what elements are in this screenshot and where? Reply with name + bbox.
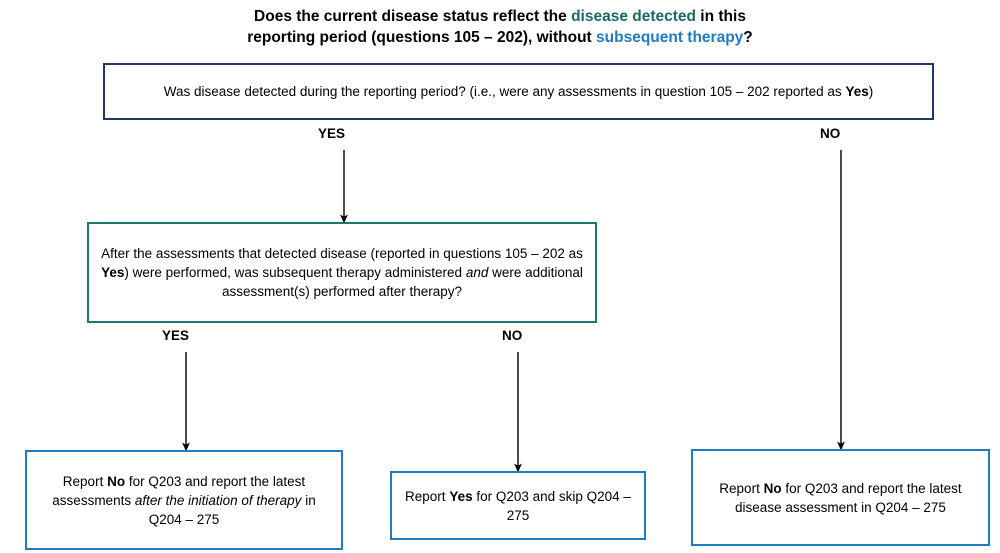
node-outcome-report-yes-skip: Report Yes for Q203 and skip Q204 – 275 bbox=[390, 471, 646, 540]
node-text-segment: Report bbox=[62, 473, 108, 489]
node-text-segment: Report bbox=[719, 480, 764, 496]
page-title: Does the current disease status reflect … bbox=[150, 6, 850, 48]
node-text-segment: for Q203 and report the latest disease a… bbox=[735, 480, 962, 515]
node-text-bold: Yes bbox=[449, 488, 473, 504]
node-text-segment: in Q204 – 275 bbox=[148, 492, 316, 527]
node-text-segment: for Q203 and skip Q204 – 275 bbox=[472, 488, 631, 523]
title-highlight-disease-detected: disease detected bbox=[571, 8, 696, 25]
node-text-bold: Yes bbox=[101, 265, 125, 280]
title-text-segment: ? bbox=[743, 29, 753, 46]
node-text-segment: for Q203 and report the latest assessmen… bbox=[52, 473, 306, 508]
node-outcome-report-no-after-therapy: Report No for Q203 and report the latest… bbox=[25, 450, 343, 550]
title-text-segment: Does the current disease status reflect … bbox=[254, 8, 572, 25]
node-text-bold: No bbox=[763, 480, 782, 496]
node-text-italic: and bbox=[465, 265, 489, 280]
node-text-segment: ) bbox=[868, 84, 874, 99]
node-text: Was disease detected during the reportin… bbox=[113, 82, 924, 101]
node-text-segment: After the assessments that detected dise… bbox=[101, 246, 583, 261]
node-text-segment: were additional assessment(s) performed … bbox=[221, 265, 583, 299]
edge-label-q1-no: NO bbox=[820, 126, 841, 141]
edge-label-q2-no: NO bbox=[502, 328, 523, 343]
node-text: Report No for Q203 and report the latest… bbox=[701, 479, 980, 517]
title-line-1: Does the current disease status reflect … bbox=[254, 8, 746, 25]
edge-label-q1-yes: YES bbox=[318, 126, 346, 141]
node-text-segment: Report bbox=[405, 488, 450, 504]
node-text: Report No for Q203 and report the latest… bbox=[35, 472, 333, 529]
edge-label-q2-yes: YES bbox=[162, 328, 190, 343]
node-text: After the assessments that detected dise… bbox=[97, 244, 587, 301]
title-line-2: reporting period (questions 105 – 202), … bbox=[247, 29, 753, 46]
node-text-bold: Yes bbox=[845, 84, 869, 99]
node-text-segment: Was disease detected during the reportin… bbox=[163, 84, 846, 99]
node-question-subsequent-therapy: After the assessments that detected dise… bbox=[87, 222, 597, 323]
node-outcome-report-no-latest-assessment: Report No for Q203 and report the latest… bbox=[691, 449, 990, 546]
title-text-segment: reporting period (questions 105 – 202), … bbox=[247, 29, 597, 46]
title-highlight-subsequent-therapy: subsequent therapy bbox=[596, 29, 744, 46]
node-text-segment: ) were performed, was subsequent therapy… bbox=[124, 265, 466, 280]
title-text-segment: in this bbox=[696, 8, 746, 25]
node-text: Report Yes for Q203 and skip Q204 – 275 bbox=[400, 487, 636, 525]
node-text-bold: No bbox=[107, 473, 126, 489]
node-text-italic: after the initiation of therapy bbox=[134, 492, 302, 508]
node-question-disease-detected: Was disease detected during the reportin… bbox=[103, 63, 934, 120]
